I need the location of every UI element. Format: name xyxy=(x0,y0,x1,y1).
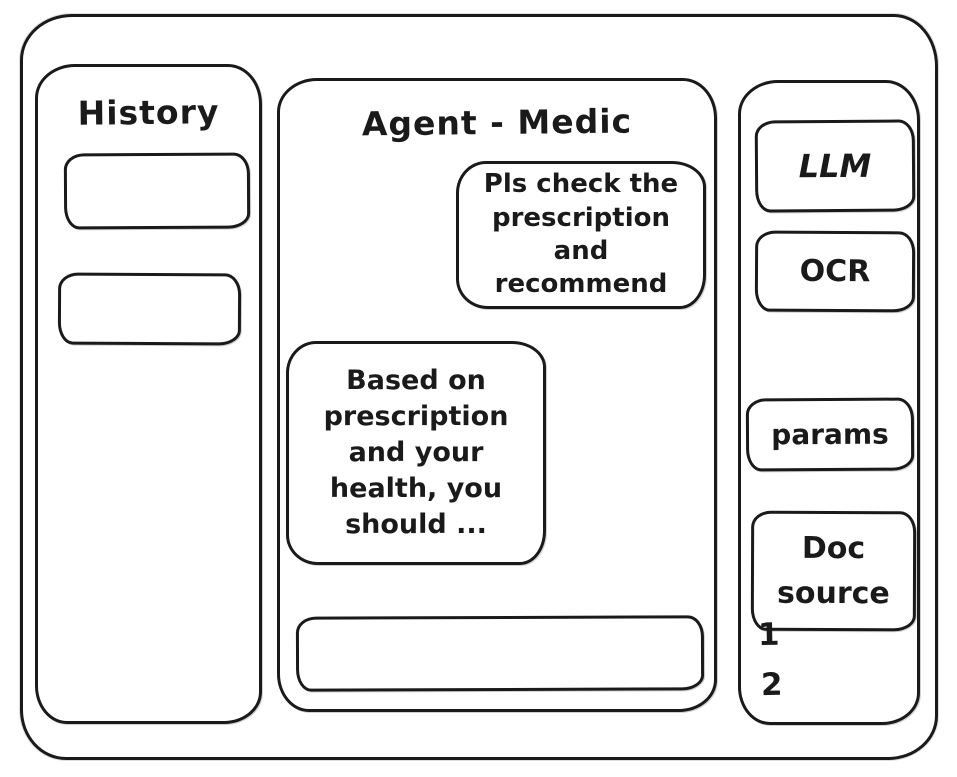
history-panel: History xyxy=(35,64,262,724)
chat-title: Agent - Medic xyxy=(361,101,633,144)
user-message-text: Pls check the prescription and recommend xyxy=(483,169,679,300)
chat-input[interactable] xyxy=(298,618,702,689)
llm-button[interactable]: LLM xyxy=(754,119,916,213)
params-button[interactable]: params xyxy=(745,397,915,472)
user-message-bubble: Pls check the prescription and recommend xyxy=(456,161,706,309)
ocr-button[interactable]: OCR xyxy=(754,230,916,313)
history-item[interactable] xyxy=(57,272,242,346)
doc-source-item[interactable]: 1 xyxy=(757,616,780,654)
assistant-message-text: Based on prescription and your health, y… xyxy=(323,364,509,541)
chat-panel: Agent - Medic Pls check the prescription… xyxy=(277,78,717,712)
history-item[interactable] xyxy=(63,152,251,230)
assistant-message-bubble: Based on prescription and your health, y… xyxy=(286,341,546,565)
history-title: History xyxy=(77,92,220,133)
chat-input-box xyxy=(295,615,705,692)
tools-panel: LLM OCR params Doc source 1 2 xyxy=(738,80,920,725)
doc-source-button[interactable]: Doc source xyxy=(750,510,917,632)
doc-source-item[interactable]: 2 xyxy=(760,666,783,704)
